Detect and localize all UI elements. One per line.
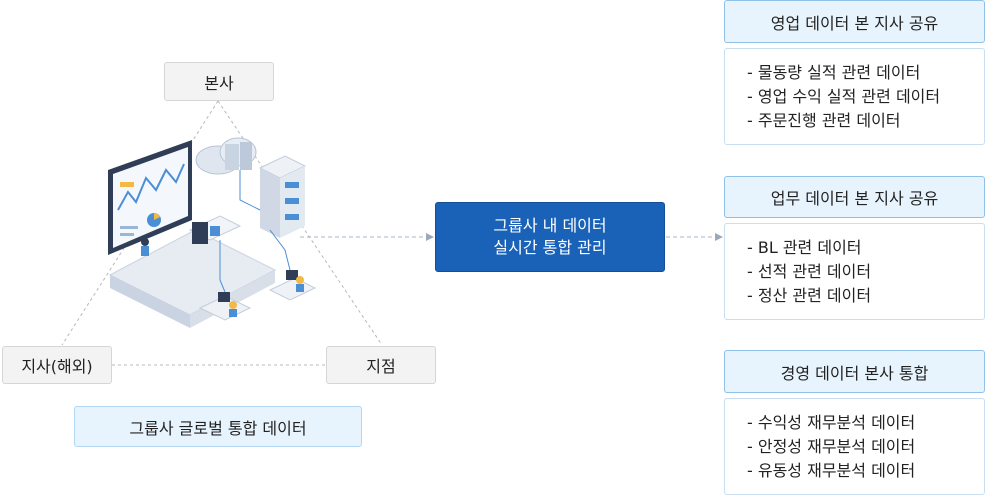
card-management-body: - 수익성 재무분석 데이터 - 안정성 재무분석 데이터 - 유동성 재무분석… (724, 398, 985, 495)
node-hq: 본사 (164, 62, 274, 101)
center-line-1: 그룹사 내 데이터 (493, 216, 607, 235)
node-branch: 지점 (326, 346, 436, 384)
list-item: - 정산 관련 데이터 (747, 286, 872, 305)
list-item: - 물동량 실적 관련 데이터 (747, 63, 921, 82)
card-sales-title-text: 영업 데이터 본 지사 공유 (770, 13, 939, 33)
card-sales-title: 영업 데이터 본 지사 공유 (724, 0, 985, 43)
node-branch-label: 지점 (366, 357, 396, 376)
card-sales-body: - 물동량 실적 관련 데이터 - 영업 수익 실적 관련 데이터 - 주문진행… (724, 48, 985, 145)
list-item: - 수익성 재무분석 데이터 (747, 413, 916, 432)
data-center-illustration (108, 137, 317, 328)
card-management-title: 경영 데이터 본사 통합 (724, 350, 985, 393)
card-operations-title-text: 업무 데이터 본 지사 공유 (770, 189, 939, 208)
node-overseas-label: 지사(해외) (21, 357, 93, 376)
card-management-title-text: 경영 데이터 본사 통합 (780, 363, 929, 383)
card-operations-title: 업무 데이터 본 지사 공유 (724, 176, 985, 218)
list-item: - 안정성 재무분석 데이터 (747, 437, 916, 456)
list-item: - 주문진행 관련 데이터 (747, 111, 901, 130)
list-item: - 유동성 재무분석 데이터 (747, 461, 916, 480)
node-hq-label: 본사 (204, 73, 234, 93)
center-line-2: 실시간 통합 관리 (493, 238, 607, 257)
list-item: - 영업 수익 실적 관련 데이터 (747, 87, 941, 106)
list-item: - 선적 관련 데이터 (747, 262, 872, 281)
left-caption-text: 그룹사 글로벌 통합 데이터 (129, 418, 307, 438)
node-overseas: 지사(해외) (2, 346, 112, 384)
center-integration-box: 그룹사 내 데이터 실시간 통합 관리 (435, 202, 665, 272)
list-item: - BL 관련 데이터 (747, 238, 862, 257)
card-operations-body: - BL 관련 데이터 - 선적 관련 데이터 - 정산 관련 데이터 (724, 223, 985, 320)
left-caption: 그룹사 글로벌 통합 데이터 (74, 406, 362, 447)
